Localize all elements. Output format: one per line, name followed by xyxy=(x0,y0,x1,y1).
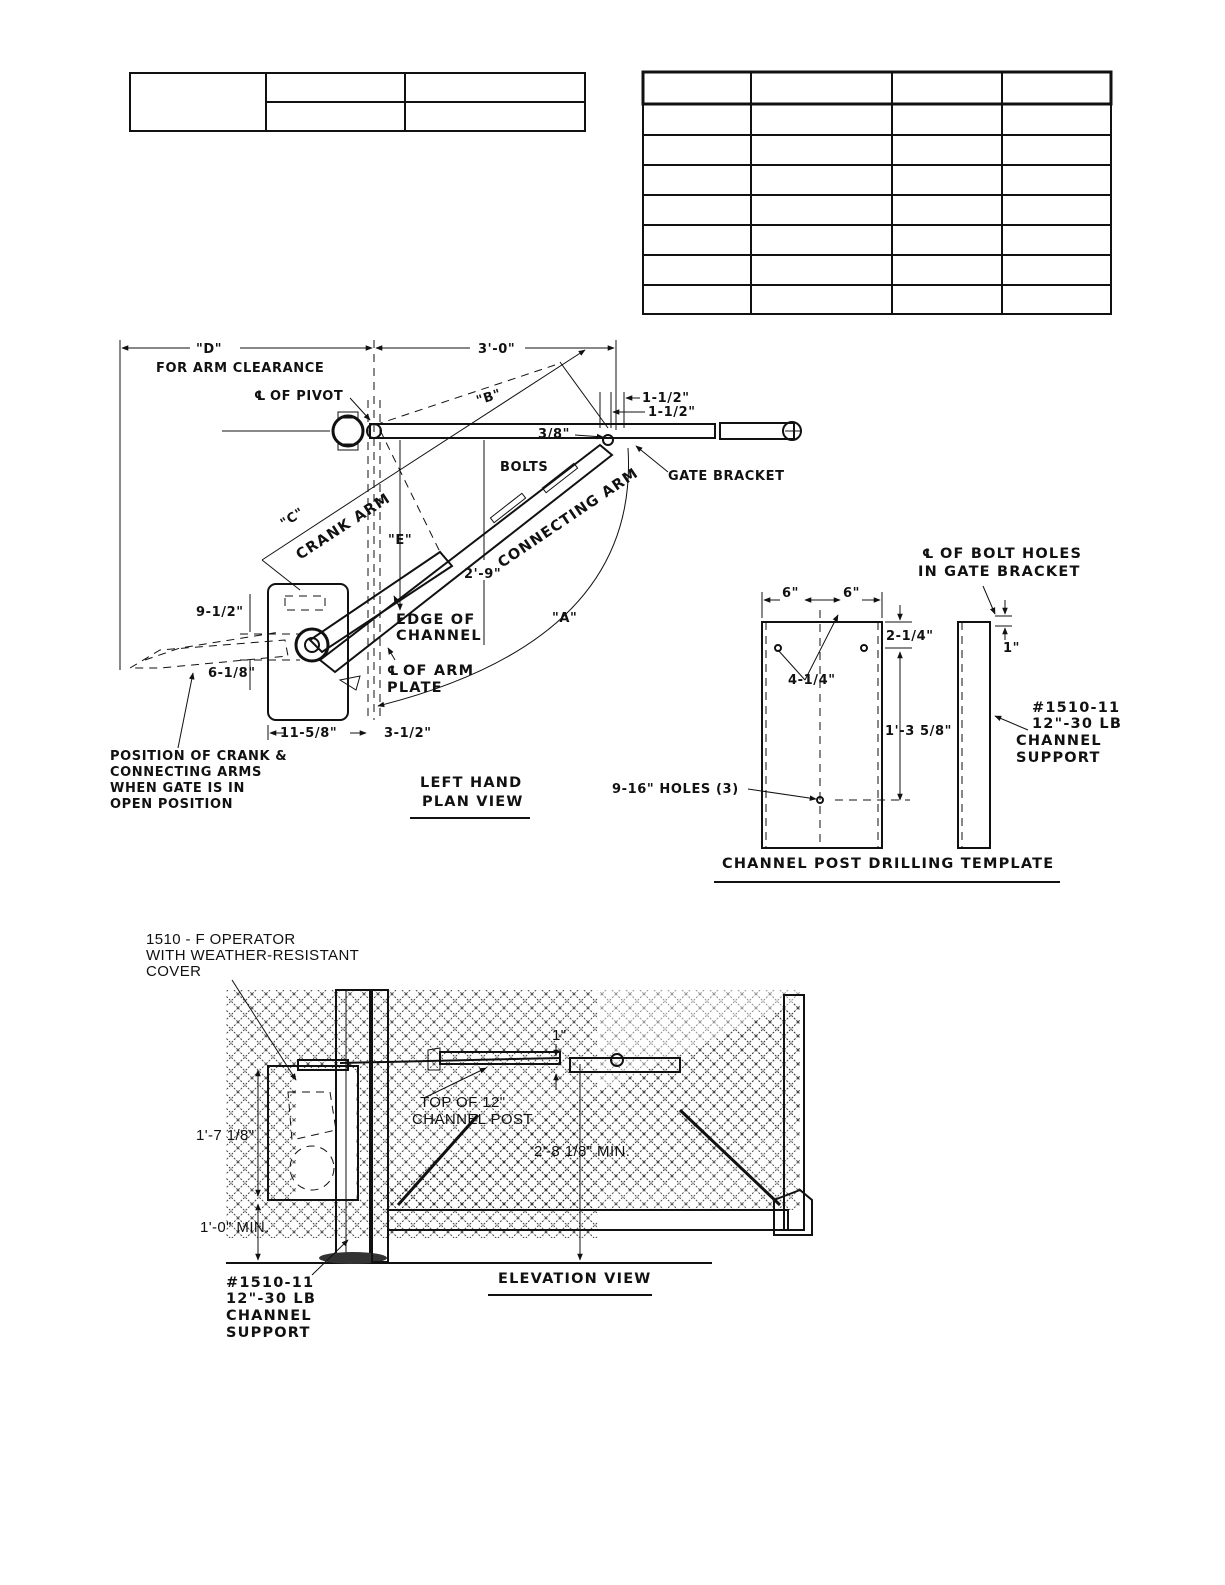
elev-support-1: #1510-11 xyxy=(226,1275,314,1291)
dim-3-1-2-label: 3-1/2" xyxy=(384,726,432,741)
cl-arm-plate-label-2: PLATE xyxy=(387,680,443,696)
elev-top-post-2: CHANNEL POST xyxy=(412,1111,533,1128)
plan-view-title-2: PLAN VIEW xyxy=(422,794,524,810)
right-blank-table xyxy=(641,70,1113,315)
cl-arm-plate-label-1: OF ARM xyxy=(403,663,474,679)
connecting-arm-label: CONNECTING ARM xyxy=(495,465,641,571)
elev-support-3: CHANNEL xyxy=(226,1308,312,1324)
dim-3-0-label: 3'-0" xyxy=(478,342,515,357)
open-position-note-2: CONNECTING ARMS xyxy=(110,765,262,780)
elev-operator-1: 1510 - F OPERATOR xyxy=(146,931,296,948)
left-blank-table xyxy=(129,72,586,132)
dim-6-1-8-label: 6-1/8" xyxy=(208,666,256,681)
tpl-cl-bolt-2: IN GATE BRACKET xyxy=(918,564,1081,580)
open-position-note-3: WHEN GATE IS IN xyxy=(110,781,245,796)
elev-dim-2-8-1-8: 2'-8 1/8" MIN. xyxy=(534,1143,630,1160)
edge-channel-label-1: EDGE OF xyxy=(396,612,475,628)
elev-support-4: SUPPORT xyxy=(226,1325,311,1341)
cl-pivot-label: OF PIVOT xyxy=(270,389,343,404)
dim-2-9-label: 2'-9" xyxy=(464,567,501,582)
dim-11-5-8-label: 11-5/8" xyxy=(280,726,337,741)
dim-9-1-2-label: 9-1/2" xyxy=(196,605,244,620)
dim-a-label: "A" xyxy=(552,611,577,626)
centerline-symbol-icon: ℄ xyxy=(922,547,934,562)
elev-operator-2: WITH WEATHER-RESISTANT xyxy=(146,947,359,964)
arm-clearance-label: FOR ARM CLEARANCE xyxy=(156,361,324,376)
elev-dim-1-0: 1'-0" MIN. xyxy=(200,1219,270,1236)
tpl-dim-1: 1" xyxy=(1003,641,1020,656)
tpl-support-4: SUPPORT xyxy=(1016,750,1101,766)
dim-1-1-2-a-label: 1-1/2" xyxy=(642,391,690,406)
tpl-dim-1-3-5-8: 1'-3 5/8" xyxy=(885,724,952,739)
elevation-view: 1" 1510 - F OPERATOR WITH WEATHER-RESIST… xyxy=(146,931,813,1341)
plan-view: "D" FOR ARM CLEARANCE 3'-0" ℄ OF PIVOT "… xyxy=(110,340,802,819)
elevation-view-title: ELEVATION VIEW xyxy=(498,1271,652,1287)
tpl-dim-4-1-4: 4-1/4" xyxy=(788,673,836,688)
tpl-support-2: 12"-30 LB xyxy=(1032,716,1122,732)
tpl-dim-2-1-4: 2-1/4" xyxy=(886,629,934,644)
tpl-support-3: CHANNEL xyxy=(1016,733,1102,749)
open-position-note-4: OPEN POSITION xyxy=(110,797,233,812)
elev-support-2: 12"-30 LB xyxy=(226,1291,316,1307)
dim-e-label: "E" xyxy=(388,533,412,548)
elev-top-post-1: TOP OF 12" xyxy=(420,1094,505,1111)
elev-dim-1: 1" xyxy=(552,1027,566,1044)
plan-view-title-1: LEFT HAND xyxy=(420,775,522,791)
tpl-dim-6-a: 6" xyxy=(782,586,799,601)
crank-arm-label: CRANK ARM xyxy=(293,491,393,564)
tpl-support-1: #1510-11 xyxy=(1032,700,1120,716)
open-position-note-1: POSITION OF CRANK & xyxy=(110,749,287,764)
edge-channel-label-2: CHANNEL xyxy=(396,628,482,644)
dim-b-label: "B" xyxy=(475,387,504,409)
dim-3-8-label: 3/8" xyxy=(538,427,570,442)
dim-d-label: "D" xyxy=(196,342,222,357)
drilling-template: 6" 6" 2-1/4" 4-1/4" 1'-3 5/8" 9-16" HOLE… xyxy=(612,546,1122,883)
gate-bracket-label: GATE BRACKET xyxy=(668,469,785,484)
dim-c-label: "C" xyxy=(278,505,307,531)
centerline-symbol-icon: ℄ xyxy=(387,664,399,679)
tpl-cl-bolt-1: OF BOLT HOLES xyxy=(940,546,1082,562)
dim-1-1-2-b-label: 1-1/2" xyxy=(648,405,696,420)
template-title: CHANNEL POST DRILLING TEMPLATE xyxy=(722,856,1054,872)
bolts-label: BOLTS xyxy=(500,460,548,475)
tpl-dim-6-b: 6" xyxy=(843,586,860,601)
elev-operator-3: COVER xyxy=(146,963,201,980)
tpl-holes-label: 9-16" HOLES (3) xyxy=(612,782,739,797)
elev-dim-1-7-1-8: 1'-7 1/8" xyxy=(196,1127,255,1144)
centerline-symbol-icon: ℄ xyxy=(254,389,266,404)
